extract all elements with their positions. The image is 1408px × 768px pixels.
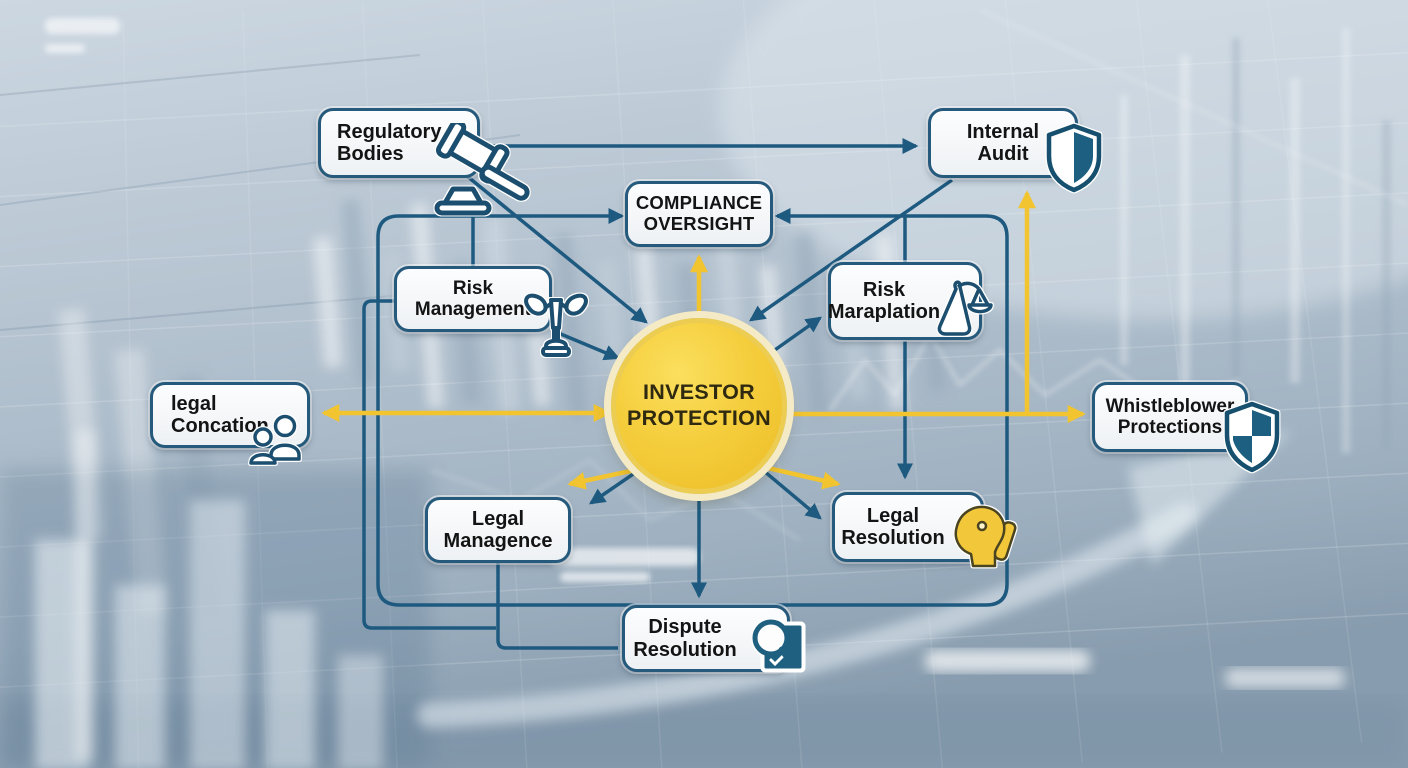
- node-risk-management: Risk Management: [394, 266, 588, 357]
- node-label: Legal Resolution: [841, 504, 945, 549]
- node-compliance-oversight: COMPLIANCE OVERSIGHT: [625, 181, 773, 247]
- center-label: INVESTOR PROTECTION: [627, 380, 771, 430]
- bottom-left-bars: [0, 430, 430, 768]
- line-risk-management-bypass: [362, 299, 496, 630]
- line-legal-managence-to-dispute: [496, 562, 618, 650]
- node-internal-audit: Internal Audit: [928, 108, 1102, 192]
- node-legal-resolution: Legal Resolution: [832, 492, 1017, 567]
- node-regulatory-bodies: Regulatory Bodies: [318, 108, 530, 216]
- gavel-icon: [423, 101, 543, 235]
- arrow-center-to-risk-maraplation: [770, 316, 822, 354]
- vertical-streaks: [1120, 28, 1391, 453]
- node-legal-concation: legal Concation: [150, 382, 310, 466]
- node-risk-maraplation: Risk Maraplation: [827, 262, 993, 340]
- arrow-center-to-legal-managence: [589, 466, 643, 505]
- head-profile-icon: [945, 473, 1021, 575]
- arrow-regulatory-to-center: [460, 170, 648, 324]
- node-label: Risk Management: [414, 277, 532, 320]
- arrow-internal-audit-to-center: [749, 178, 954, 322]
- checkered-shield-icon: [1221, 378, 1283, 479]
- flask-balance-icon: [931, 253, 997, 349]
- node-label: Whistleblower Protections: [1105, 395, 1235, 438]
- node-legal-managence: Legal Managence: [425, 497, 571, 563]
- trophy-scales-icon: [521, 264, 591, 363]
- people-icon: [247, 391, 305, 473]
- node-label: COMPLIANCE OVERSIGHT: [635, 192, 763, 234]
- half-shield-icon: [1043, 99, 1105, 199]
- node-dispute-resolution: Dispute Resolution: [622, 605, 805, 672]
- magnifier-document-icon: [741, 587, 809, 683]
- center-node-investor-protection: INVESTOR PROTECTION: [611, 318, 787, 494]
- node-label: Risk Maraplation: [827, 278, 941, 323]
- arrow-center-to-legal-resolution: [756, 464, 822, 520]
- node-label: Legal Managence: [443, 507, 553, 552]
- node-label: legal Concation: [171, 392, 269, 437]
- node-label: Internal Audit: [966, 120, 1040, 165]
- node-label: Regulatory Bodies: [337, 120, 442, 165]
- node-whistleblower-protections: Whistleblower Protections: [1092, 382, 1280, 472]
- arrow-risk-management-to-center: [555, 330, 621, 361]
- blurred-ticker-blobs: [45, 18, 1345, 688]
- node-label: Dispute Resolution: [633, 616, 737, 661]
